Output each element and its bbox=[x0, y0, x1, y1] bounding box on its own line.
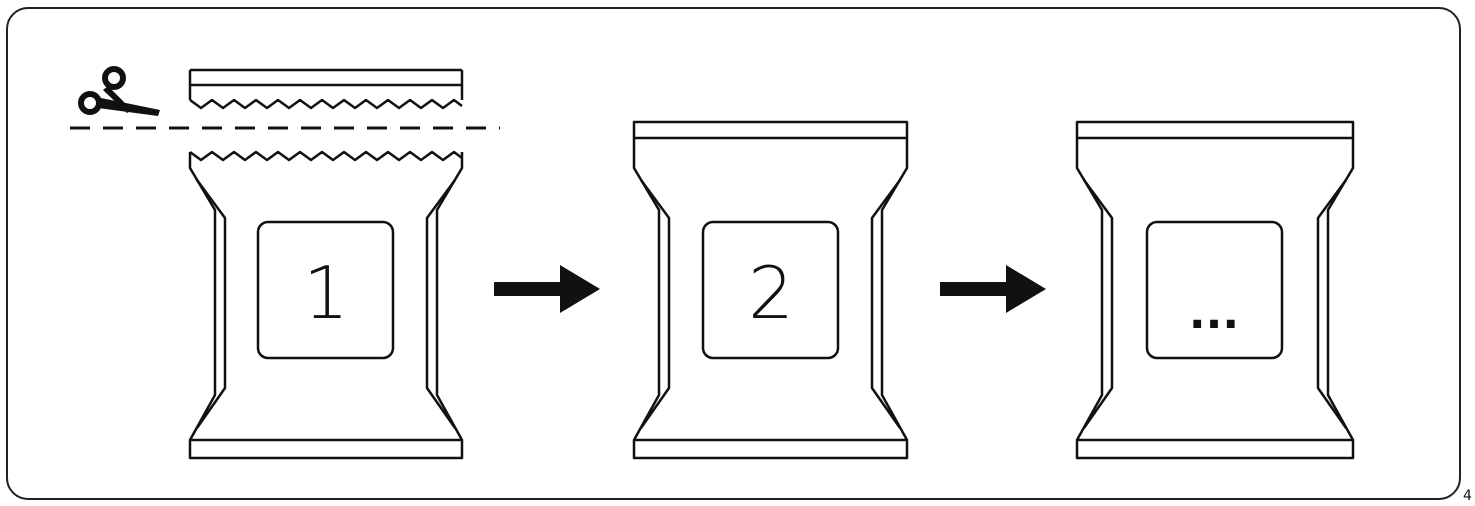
packet-3 bbox=[1075, 120, 1355, 460]
cut-off-strip bbox=[188, 68, 464, 110]
packet-1 bbox=[188, 68, 464, 460]
packet-2 bbox=[632, 120, 909, 460]
arrow-right-icon bbox=[940, 265, 1046, 313]
packet-label-box bbox=[256, 220, 395, 360]
corner-mark: 4 bbox=[1463, 488, 1472, 504]
packet-label: 2 bbox=[748, 251, 794, 335]
diagram-frame bbox=[6, 7, 1461, 500]
packet-1-body bbox=[188, 150, 464, 460]
packet-label: 1 bbox=[303, 251, 349, 335]
packet-label-box bbox=[1145, 220, 1284, 360]
scissors-icon bbox=[78, 66, 160, 116]
packet-label: ... bbox=[1189, 288, 1239, 339]
arrow-right-icon bbox=[494, 265, 600, 313]
packet-label-box bbox=[701, 220, 840, 360]
